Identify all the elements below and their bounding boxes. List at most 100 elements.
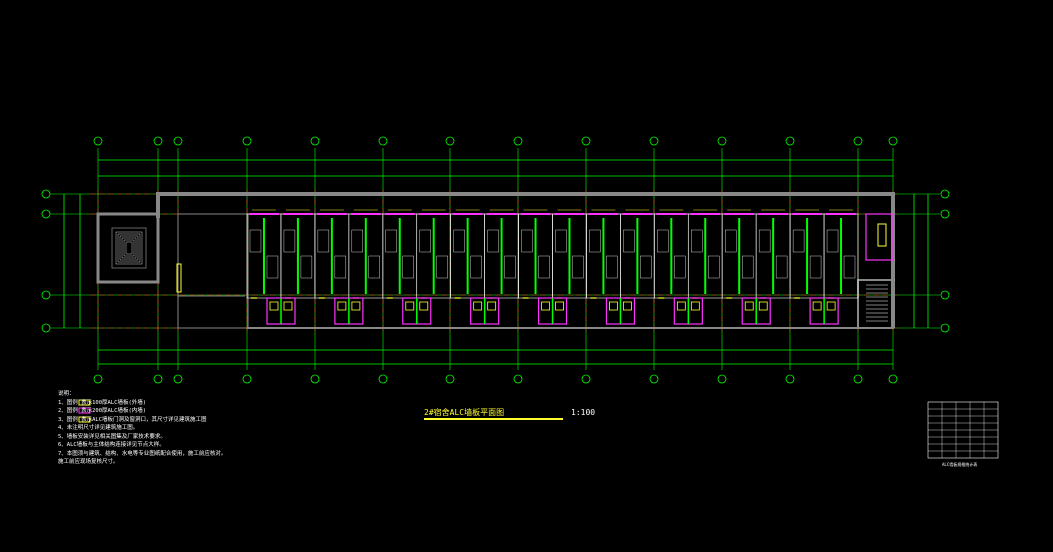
- note-5: 5、墙板安装详见相关图集及厂家技术要求。: [58, 433, 166, 440]
- axis-bubble-top: [853, 136, 863, 146]
- axis-bubble-bottom: [513, 374, 523, 384]
- bed: [725, 229, 737, 253]
- fixture: [555, 301, 564, 311]
- fixture: [405, 301, 415, 311]
- bed: [300, 255, 313, 279]
- legend-swatch: [78, 407, 91, 414]
- axis-bubbles: [41, 136, 950, 384]
- stair-left-tread: [121, 237, 137, 259]
- bed: [640, 255, 652, 279]
- fixture: [487, 301, 497, 311]
- axis-bubble-top: [93, 136, 103, 146]
- bed: [470, 255, 482, 279]
- spec-table: [78, 399, 999, 459]
- axis-bubble-bottom: [153, 374, 163, 384]
- fixture: [351, 301, 361, 311]
- axis-bubble-top: [717, 136, 727, 146]
- toilet-fixture: [877, 223, 887, 247]
- axis-bubble-bottom: [445, 374, 455, 384]
- axis-bubble-top: [173, 136, 183, 146]
- bed: [657, 229, 669, 253]
- bed: [487, 229, 499, 253]
- axis-bubble-top: [445, 136, 455, 146]
- table-caption: ALC墙板规格统计表: [942, 462, 978, 467]
- axis-bubble-bottom: [581, 374, 591, 384]
- bed: [504, 255, 516, 279]
- drawing-scale: 1:100: [571, 408, 596, 417]
- bed: [249, 229, 262, 253]
- fixture: [541, 301, 550, 311]
- note-3: 3、图例 表示ALC墙板门洞及窗洞口，其尺寸详见建筑施工图: [58, 416, 207, 423]
- stair-core-left: [96, 212, 160, 284]
- bed: [572, 255, 584, 279]
- axis-bubble-left: [41, 189, 51, 199]
- axis-bubble-top: [153, 136, 163, 146]
- bed: [283, 229, 296, 253]
- dorm-rooms: [246, 209, 859, 329]
- axis-bubble-top: [513, 136, 523, 146]
- stair-left-tread: [117, 233, 141, 263]
- bed: [809, 255, 822, 279]
- stair-left-tread: [115, 231, 143, 265]
- fixture: [269, 301, 279, 311]
- axis-bubble-bottom: [173, 374, 183, 384]
- axis-bubble-top: [378, 136, 388, 146]
- axis-bubble-right: [940, 189, 950, 199]
- bed: [453, 229, 465, 253]
- bed: [606, 255, 618, 279]
- axis-bubble-bottom: [378, 374, 388, 384]
- bed: [402, 255, 414, 279]
- bed: [708, 255, 720, 279]
- axis-bubble-bottom: [853, 374, 863, 384]
- legend-swatch: [78, 399, 91, 406]
- note-2: 2、图例 表示200厚ALC墙板(内墙): [58, 408, 147, 414]
- fixture: [826, 301, 836, 311]
- bed: [521, 229, 533, 253]
- fixture: [337, 301, 347, 311]
- axis-bubble-top: [310, 136, 320, 146]
- bed: [436, 255, 448, 279]
- bed: [385, 229, 397, 253]
- fixture: [676, 301, 686, 311]
- title-underline: [424, 418, 563, 420]
- stair-left-tread: [125, 241, 133, 255]
- fixture: [690, 301, 700, 311]
- bed: [792, 229, 805, 253]
- axis-bubble-top: [242, 136, 252, 146]
- stair-core-right: [857, 279, 894, 329]
- bed: [419, 229, 431, 253]
- bed: [538, 255, 550, 279]
- axis-bubble-bottom: [785, 374, 795, 384]
- note-4: 4、未注明尺寸详见建筑施工图。: [58, 425, 139, 431]
- bed: [623, 229, 635, 253]
- axis-bubble-bottom: [649, 374, 659, 384]
- bed: [775, 255, 788, 279]
- note-7: 7、本图须与建筑、结构、水电等专业图纸配合使用，施工前应核对。: [58, 450, 227, 457]
- stair-left-tread: [119, 235, 139, 261]
- legend-swatch: [78, 416, 91, 423]
- bed: [334, 255, 347, 279]
- drawing-title: 2#宿舍ALC墙板平面图: [424, 408, 505, 417]
- bed: [589, 229, 601, 253]
- fixture: [419, 301, 429, 311]
- fixture: [623, 301, 632, 311]
- fixture: [758, 301, 768, 311]
- general-notes: 说明： 1、图例 表示100厚ALC墙板(外墙) 2、图例 表示200厚ALC墙…: [58, 390, 226, 467]
- axis-bubble-top: [649, 136, 659, 146]
- notes-heading: 说明：: [58, 391, 75, 397]
- bed: [351, 229, 364, 253]
- bed: [368, 255, 380, 279]
- fixture: [744, 301, 754, 311]
- fixture: [473, 301, 483, 311]
- axis-bubble-right: [940, 209, 950, 219]
- fixture: [812, 301, 822, 311]
- axis-bubble-bottom: [93, 374, 103, 384]
- bed: [843, 255, 856, 279]
- stair-left-tread: [123, 239, 135, 257]
- bed: [741, 255, 754, 279]
- bed: [758, 229, 771, 253]
- axis-bubble-left: [41, 209, 51, 219]
- fixture: [609, 301, 618, 311]
- axis-bubble-left: [41, 290, 51, 300]
